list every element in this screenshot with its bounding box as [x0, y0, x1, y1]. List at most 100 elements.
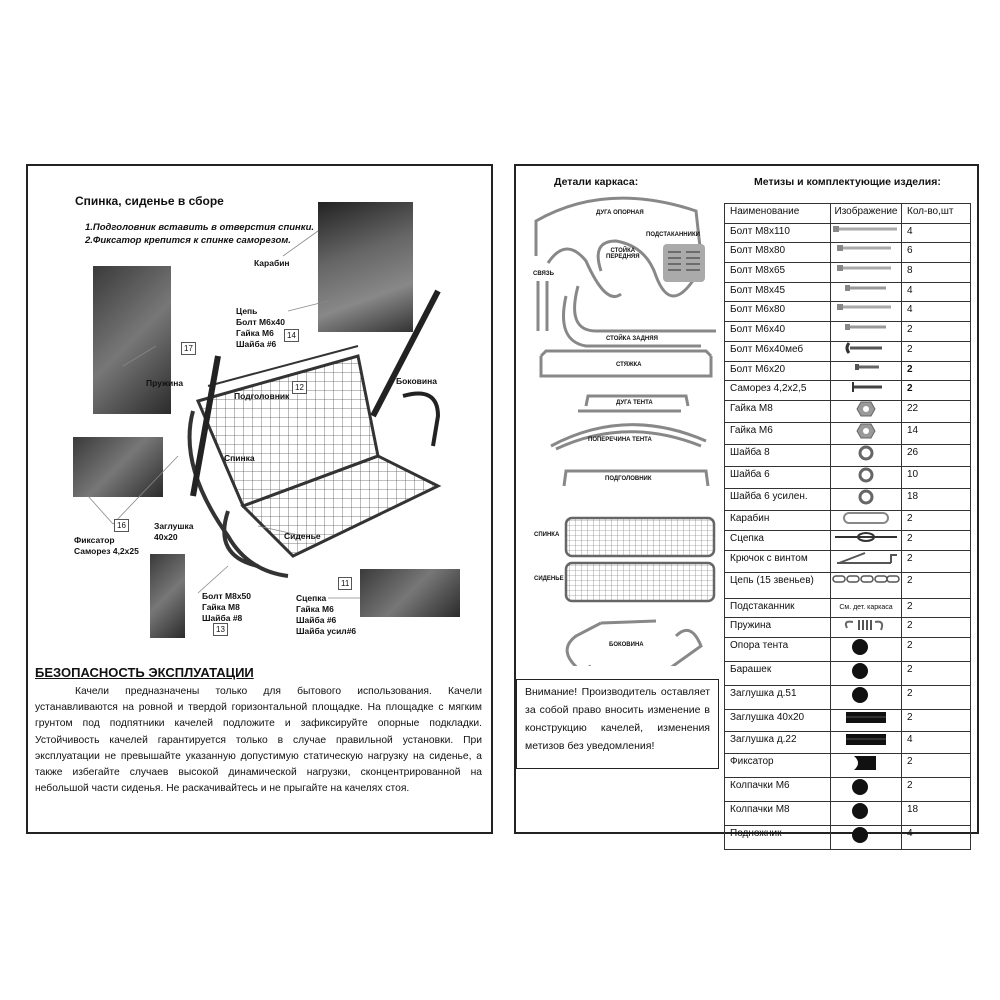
black-cap-icon — [846, 826, 886, 849]
item-image — [830, 281, 902, 303]
header-image: Изображение — [830, 203, 902, 224]
label-bolt-group: Болт М8х50 Гайка М8 Шайба #8 — [202, 591, 251, 624]
carabiner-icon — [841, 511, 891, 530]
item-image — [830, 321, 902, 342]
bolt-icon — [831, 243, 901, 258]
table-row: Заглушка д.51 2 — [724, 685, 971, 711]
item-name: Болт М6х80 — [724, 301, 831, 323]
carriage-bolt-icon — [831, 341, 901, 359]
item-name: Заглушка 40х20 — [724, 709, 831, 733]
item-name: Подстаканник — [724, 597, 831, 619]
hardware-table: Наименование Изображение Кол-во,шт Болт … — [724, 203, 971, 851]
step-14: 14 — [284, 329, 299, 342]
item-qty: 4 — [901, 222, 971, 244]
item-image — [830, 360, 902, 382]
table-row: Гайка М8 22 — [724, 399, 971, 423]
part-side: БОКОВИНА — [609, 642, 644, 648]
part-awning-bar: ПОПЕРЕЧИНА ТЕНТА — [588, 437, 652, 443]
item-image — [830, 571, 902, 599]
label-plug: Заглушка 40х20 — [154, 521, 193, 543]
right-page: Детали каркаса: Метизы и комплектующие и… — [514, 164, 979, 851]
item-image: См. дет. каркаса — [830, 597, 902, 619]
label-coupling-group: Сцепка Гайка М6 Шайба #6 Шайба усил#6 — [296, 593, 356, 637]
item-image — [830, 340, 902, 362]
bolt-tiny-icon — [831, 362, 901, 377]
item-qty: 14 — [901, 421, 971, 445]
item-image — [830, 801, 902, 827]
item-name: Гайка М6 — [724, 421, 831, 445]
item-name: Колпачки М8 — [724, 801, 831, 827]
table-row: Карабин 2 — [724, 509, 971, 531]
item-image — [830, 465, 902, 489]
item-image — [830, 753, 902, 779]
item-name: Саморез 4,2х2,5 — [724, 380, 831, 401]
item-qty: 2 — [901, 597, 971, 619]
item-name: Болт М6х40меб — [724, 340, 831, 362]
table-row: Крючок с винтом 2 — [724, 549, 971, 573]
washer-icon — [858, 489, 874, 510]
item-qty: 18 — [901, 487, 971, 511]
part-back: СПИНКА — [534, 532, 560, 538]
table-row: Опора тента 2 — [724, 637, 971, 663]
bolt-icon — [831, 302, 901, 317]
item-qty: 2 — [901, 529, 971, 551]
item-qty: 2 — [901, 380, 971, 401]
label-line: Болт М6х40 — [236, 317, 286, 327]
step-12: 12 — [292, 381, 307, 394]
table-row: Болт М6х20 2 — [724, 360, 971, 382]
item-qty: 6 — [901, 242, 971, 264]
black-cap-icon — [846, 638, 886, 661]
label-line: Гайка М8 — [202, 602, 240, 612]
item-name: Подножник — [724, 825, 831, 851]
washer-icon — [858, 445, 874, 466]
bolt-photo — [150, 554, 185, 638]
table-row: Колпачки М6 2 — [724, 777, 971, 803]
label-line: Гайка М6 — [296, 604, 334, 614]
item-name: Цепь (15 звеньев) — [724, 571, 831, 599]
item-name: Заглушка д.51 — [724, 685, 831, 711]
part-seat: СИДЕНЬЕ — [534, 576, 564, 582]
item-qty: 2 — [901, 360, 971, 382]
item-name: Шайба 6 — [724, 465, 831, 489]
warning-note: Внимание! Производитель оставляет за соб… — [516, 679, 719, 769]
label-line: Сцепка — [296, 593, 327, 603]
label-spring: Пружина — [146, 378, 184, 388]
item-qty: 22 — [901, 399, 971, 423]
header-qty: Кол-во,шт — [901, 203, 971, 224]
bolt-long-icon — [831, 224, 901, 239]
step-11: 11 — [338, 577, 353, 590]
nut-icon — [856, 423, 876, 444]
item-qty: 2 — [901, 685, 971, 711]
table-row: Саморез 4,2х2,5 2 — [724, 380, 971, 401]
table-row: Шайба 6 10 — [724, 465, 971, 489]
item-qty: 4 — [901, 731, 971, 755]
item-name: Гайка М8 — [724, 399, 831, 423]
table-row: Подножник 4 — [724, 825, 971, 851]
black-plug-icon — [836, 710, 896, 731]
part-headrest: ПОДГОЛОВНИК — [605, 476, 652, 482]
table-row: Болт М6х40 2 — [724, 321, 971, 342]
label-karabin: Карабин — [254, 258, 290, 268]
item-image — [830, 617, 902, 639]
item-name: Карабин — [724, 509, 831, 531]
item-image — [830, 731, 902, 755]
table-row: Болт М8х45 4 — [724, 281, 971, 303]
table-row: Болт М6х80 4 — [724, 301, 971, 323]
header-name: Наименование — [724, 203, 831, 224]
table-row: Фиксатор 2 — [724, 753, 971, 779]
item-qty: 4 — [901, 301, 971, 323]
step-16: 16 — [114, 519, 129, 532]
item-image — [830, 777, 902, 803]
item-name: Заглушка д.22 — [724, 731, 831, 755]
table-row: Болт М8х110 4 — [724, 222, 971, 244]
label-fixator: Фиксатор Саморез 4,2х25 — [74, 535, 139, 557]
black-cap-icon — [846, 686, 886, 709]
item-qty: 2 — [901, 617, 971, 639]
carabiner-photo — [318, 202, 413, 332]
table-row: Барашек 2 — [724, 661, 971, 687]
item-qty: 26 — [901, 443, 971, 467]
label-line: Цепь — [236, 306, 258, 316]
table-row: Заглушка 40х20 2 — [724, 709, 971, 733]
instructions: 1.Подголовник вставить в отверстия спинк… — [85, 221, 314, 247]
